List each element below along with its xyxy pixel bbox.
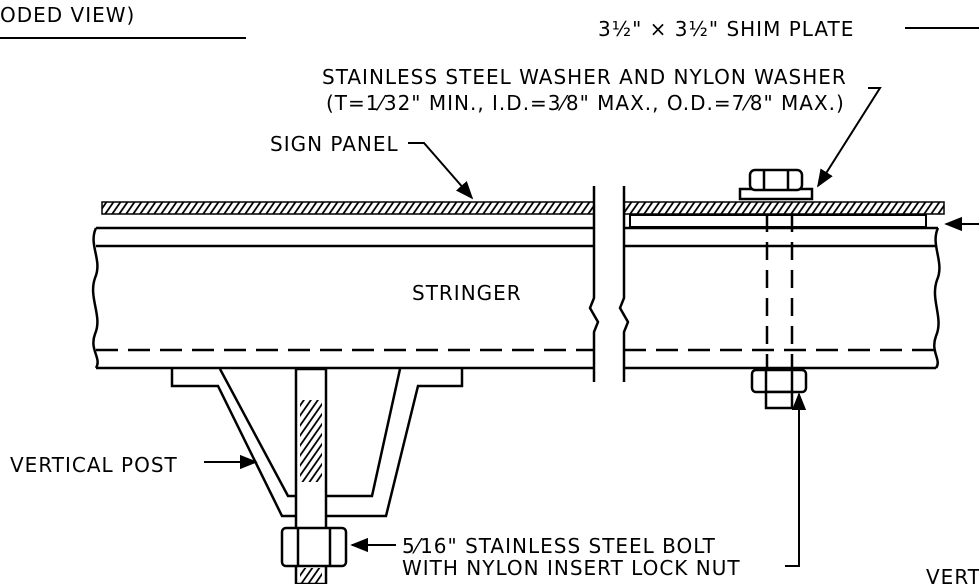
right-lock-nut [750,368,808,410]
bolt-label-line1: 5⁄16" STAINLESS STEEL BOLT [402,534,716,558]
edge-label-fragment: VERTI [926,565,979,584]
leader-lines [204,27,979,567]
shim-plate-label: 3½" × 3½" SHIM PLATE [598,17,854,41]
sign-panel-label: SIGN PANEL [270,132,399,156]
washer-label-line2: (T=1⁄32" MIN., I.D.=3⁄8" MAX., O.D.=7⁄8"… [326,91,845,115]
sign-panel-right [623,201,945,215]
stringer-label: STRINGER [412,281,522,305]
vertical-post [170,368,464,518]
stringer-body [91,226,941,370]
bolt-head [738,168,814,201]
vertical-post-label: VERTICAL POST [10,453,178,477]
shim-plate [629,214,927,228]
bolt-shank-hidden [765,214,794,372]
break-lines [588,186,630,382]
bolt-label-line2: WITH NYLON INSERT LOCK NUT [402,556,741,580]
post-bolt [280,367,348,584]
washer-label-line1: STAINLESS STEEL WASHER AND NYLON WASHER [322,65,847,89]
sign-panel-left [101,201,595,215]
view-title: ODED VIEW) [0,3,135,27]
